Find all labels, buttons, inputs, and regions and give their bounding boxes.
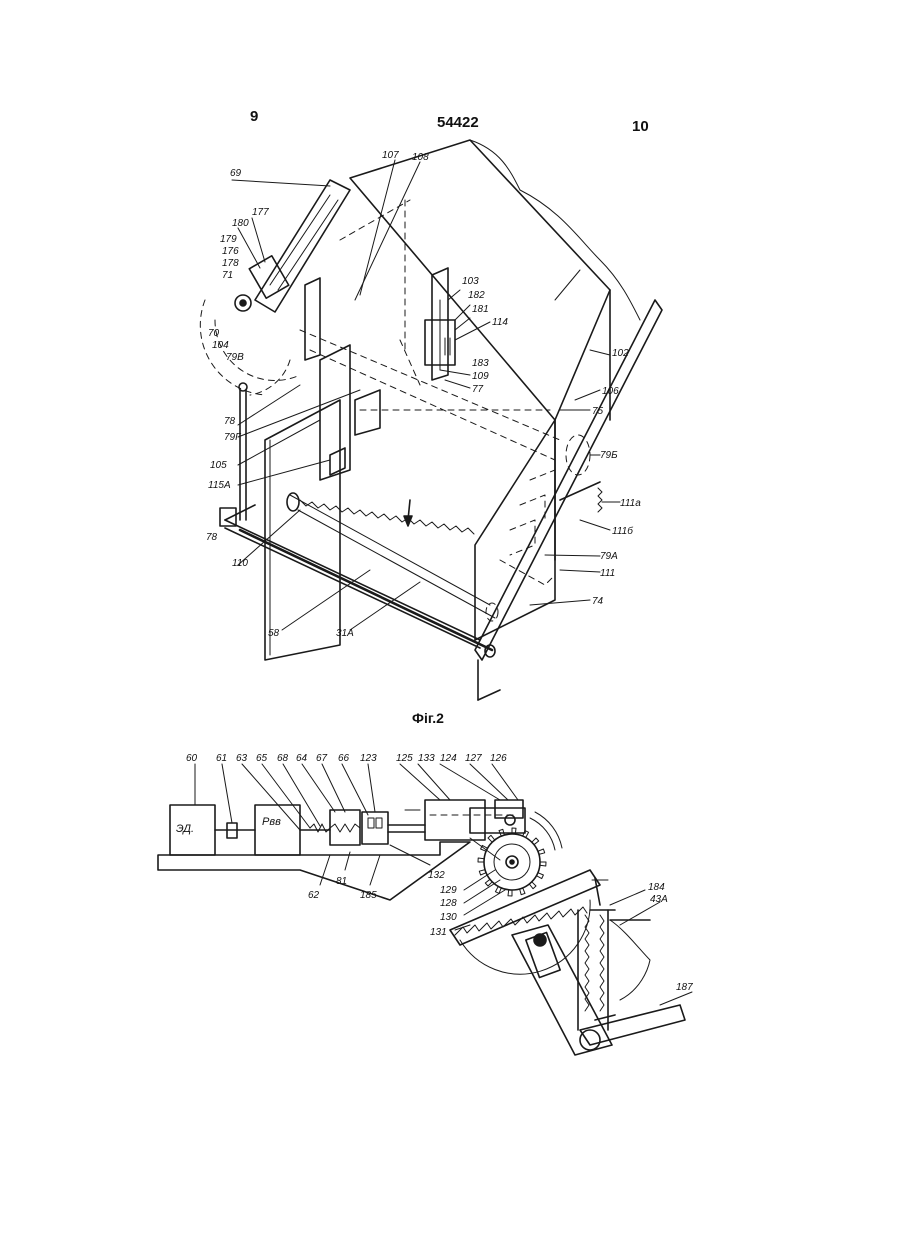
pivot-79 bbox=[239, 383, 247, 391]
label-111a: 111a bbox=[620, 498, 641, 509]
label-104: 104 bbox=[212, 340, 229, 351]
clutch-64 bbox=[330, 810, 360, 845]
label-181: 181 bbox=[472, 304, 489, 315]
left-side-plate bbox=[265, 400, 340, 660]
label-127: 127 bbox=[465, 753, 482, 764]
label-182: 182 bbox=[468, 290, 485, 301]
label-65: 65 bbox=[256, 753, 268, 764]
label-130: 130 bbox=[440, 912, 457, 923]
label-133: 133 bbox=[418, 753, 435, 764]
cylinder-133 bbox=[470, 808, 525, 833]
label-43a: 43A bbox=[650, 894, 668, 905]
label-74: 74 bbox=[592, 596, 604, 607]
bracket bbox=[355, 390, 380, 435]
label-184: 184 bbox=[648, 882, 665, 893]
label-66: 66 bbox=[338, 753, 350, 764]
bracket-115a bbox=[330, 448, 345, 475]
label-71: 71 bbox=[222, 270, 233, 281]
label-128: 128 bbox=[440, 898, 457, 909]
label-183: 183 bbox=[472, 358, 489, 369]
reducer-box bbox=[255, 805, 300, 855]
label-110: 110 bbox=[232, 558, 248, 569]
label-106: 106 bbox=[602, 386, 619, 397]
label-77: 77 bbox=[472, 384, 484, 395]
label-187: 187 bbox=[676, 982, 693, 993]
label-115a: 115A bbox=[208, 480, 231, 491]
platform-187 bbox=[580, 1005, 685, 1045]
right-rail bbox=[475, 300, 662, 660]
label-109: 109 bbox=[472, 371, 489, 382]
label-70: 70 bbox=[208, 328, 220, 339]
drum-79b bbox=[566, 435, 590, 475]
label-67: 67 bbox=[316, 753, 328, 764]
reducer-label: Рвв bbox=[262, 816, 281, 828]
bottom-drive: ЭД. Рвв bbox=[158, 753, 693, 1055]
right-side-plate bbox=[475, 420, 555, 640]
label-103: 103 bbox=[462, 276, 479, 287]
hidden-line bbox=[300, 330, 560, 440]
label-125: 125 bbox=[396, 753, 413, 764]
frame-bar bbox=[225, 520, 480, 640]
label-79bb: 79Б bbox=[600, 450, 618, 461]
label-79g: 79Г bbox=[224, 432, 242, 443]
label-61: 61 bbox=[216, 753, 227, 764]
label-63: 63 bbox=[236, 753, 248, 764]
label-64: 64 bbox=[296, 753, 308, 764]
label-62: 62 bbox=[308, 890, 320, 901]
label-78-upper: 78 bbox=[224, 416, 236, 427]
guide-plate bbox=[305, 278, 320, 360]
label-79a: 79A bbox=[600, 551, 618, 562]
top-assembly: 69 107 108 177 180 179 176 178 71 70 104… bbox=[200, 140, 662, 700]
label-132: 132 bbox=[428, 870, 445, 881]
label-108: 108 bbox=[412, 152, 429, 163]
motor-label: ЭД. bbox=[176, 823, 194, 835]
label-180: 180 bbox=[232, 218, 249, 229]
rail-foot bbox=[478, 690, 500, 700]
label-79b: 79B bbox=[226, 352, 244, 363]
label-126: 126 bbox=[490, 753, 507, 764]
figure-caption: Фіг.2 bbox=[412, 710, 444, 726]
label-124: 124 bbox=[440, 753, 457, 764]
label-114: 114 bbox=[492, 317, 508, 328]
label-179: 179 bbox=[220, 234, 237, 245]
label-68: 68 bbox=[277, 753, 289, 764]
label-176: 176 bbox=[222, 246, 239, 257]
label-78-lower: 78 bbox=[206, 532, 218, 543]
unit-123 bbox=[362, 812, 388, 844]
label-81: 81 bbox=[336, 876, 347, 887]
label-102: 102 bbox=[612, 348, 629, 359]
label-60: 60 bbox=[186, 753, 198, 764]
label-123: 123 bbox=[360, 753, 377, 764]
label-131: 131 bbox=[430, 927, 447, 938]
label-111: 111 bbox=[600, 568, 615, 579]
label-185: 185 bbox=[360, 890, 377, 901]
label-69: 69 bbox=[230, 168, 242, 179]
cylinder-125 bbox=[425, 800, 485, 840]
label-58: 58 bbox=[268, 628, 280, 639]
label-111b: 111б bbox=[612, 525, 633, 537]
label-75: 75 bbox=[592, 406, 604, 417]
label-105: 105 bbox=[210, 460, 227, 471]
cylinder-69 bbox=[255, 180, 350, 312]
label-107: 107 bbox=[382, 150, 399, 161]
label-178: 178 bbox=[222, 258, 239, 269]
label-129: 129 bbox=[440, 885, 457, 896]
label-31a: 31A bbox=[336, 628, 354, 639]
spring-111 bbox=[598, 488, 602, 512]
arrow-shaft bbox=[555, 270, 580, 300]
torn-wall bbox=[610, 920, 650, 1000]
roller bbox=[580, 1030, 600, 1050]
label-177: 177 bbox=[252, 207, 269, 218]
